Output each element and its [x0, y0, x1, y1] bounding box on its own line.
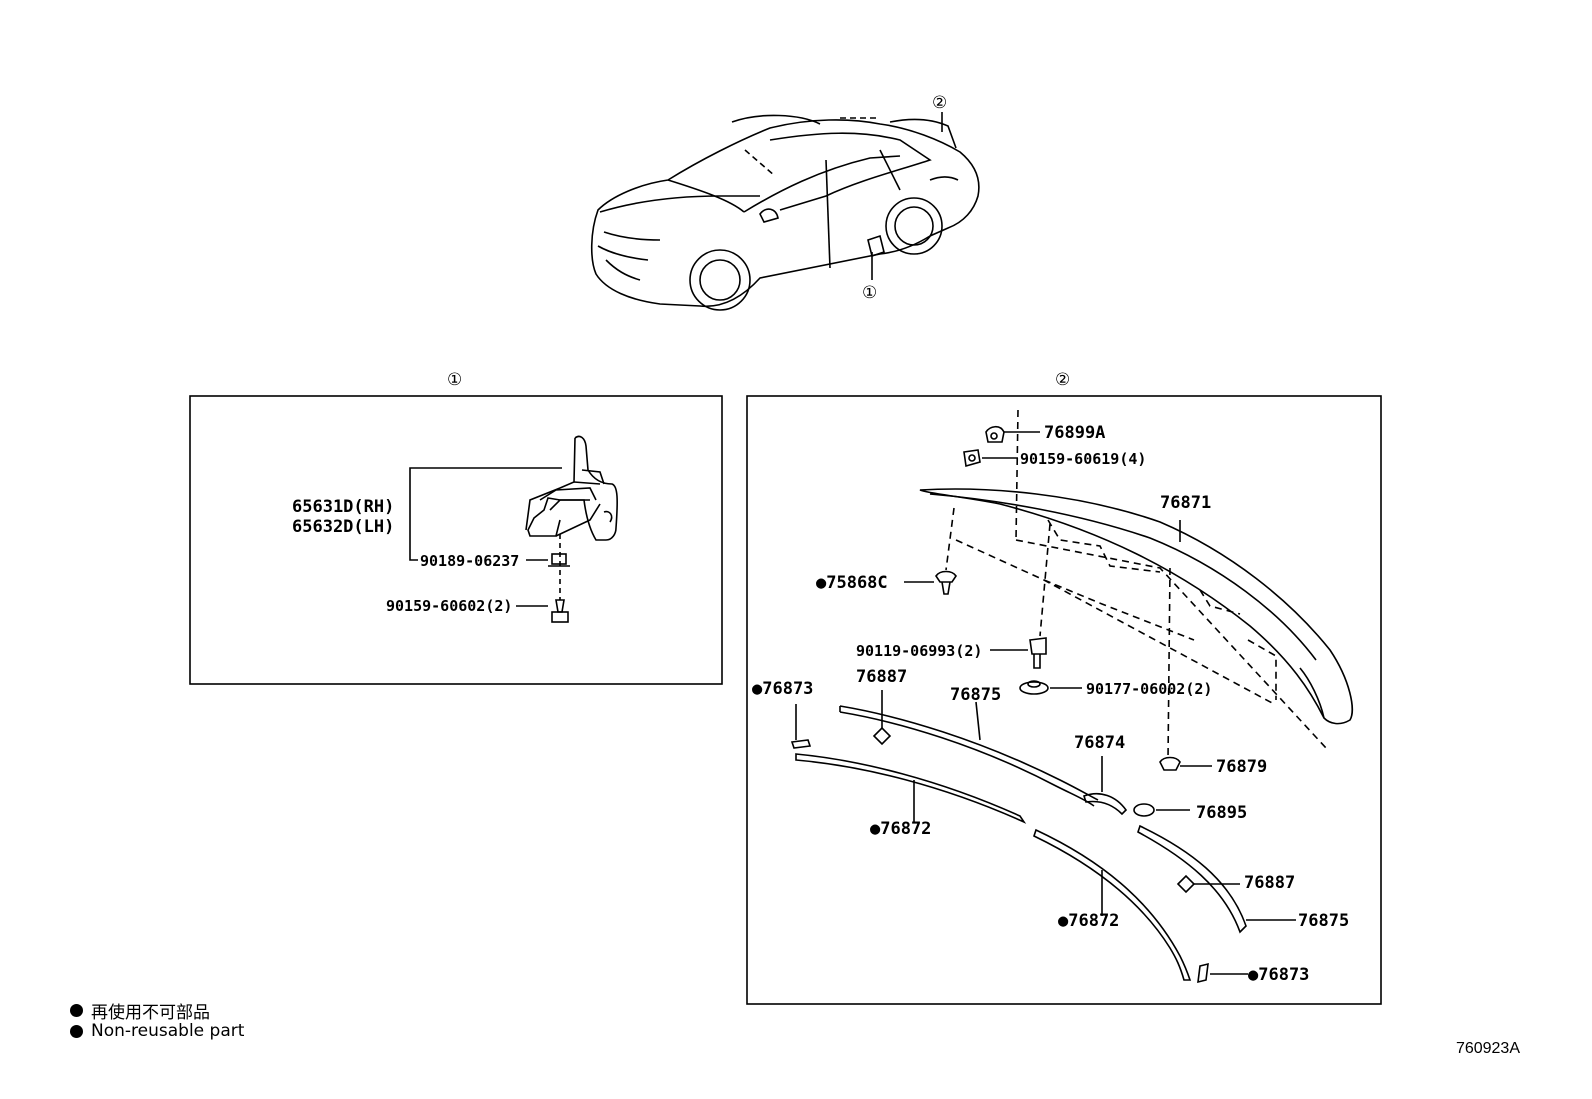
label-76887-b: 76887: [1244, 873, 1295, 893]
label-90189-06237: 90189-06237: [420, 552, 519, 570]
pad-76887-a-drawing: [872, 726, 892, 746]
seal-76895-drawing: [1133, 803, 1155, 817]
legend-non-reusable-jp: 再使用不可部品: [70, 998, 210, 1023]
label-76875-b: 76875: [1298, 911, 1349, 931]
car-overview-illustration: [590, 112, 980, 311]
marker-one-car: ①: [862, 283, 877, 303]
label-76887-a: 76887: [856, 667, 907, 687]
marker-two-panel: ②: [1055, 370, 1070, 390]
strip-76875-upper-drawing: [839, 705, 1099, 807]
clip-nut-90189-drawing: [548, 553, 570, 567]
pad-76887-b-drawing: [1176, 874, 1196, 894]
strip-76875-lower-drawing: [1137, 824, 1247, 934]
bullet-icon: [70, 1024, 83, 1038]
legend-non-reusable-en: Non-reusable part: [70, 1021, 244, 1041]
label-76874: 76874: [1074, 733, 1125, 753]
legend-text-en: Non-reusable part: [91, 1021, 245, 1041]
bolt-90159-b-drawing: [963, 449, 981, 468]
strip-76872-a-drawing: [795, 753, 1027, 824]
clip-76879-drawing: [1159, 756, 1181, 771]
clip-76899A-drawing: [985, 425, 1005, 443]
label-76873-a: ●76873: [752, 679, 813, 699]
strip-76873-a-drawing: [790, 739, 812, 749]
label-76872-a: ●76872: [870, 819, 931, 839]
strip-76872-b-drawing: [1033, 828, 1192, 981]
nut-90177-drawing: [1019, 680, 1049, 695]
label-76875-a: 76875: [950, 685, 1001, 705]
label-76895: 76895: [1196, 803, 1247, 823]
strip-76874-drawing: [1082, 792, 1128, 816]
label-76873-b: ●76873: [1248, 965, 1309, 985]
label-76872-b: ●76872: [1058, 911, 1119, 931]
marker-one-panel: ①: [447, 370, 462, 390]
clip-75868C-drawing: [935, 570, 957, 595]
legend-text-jp: 再使用不可部品: [91, 1003, 210, 1023]
label-65631D: 65631D(RH): [292, 497, 394, 517]
diagram-code: 760923A: [1455, 1040, 1520, 1057]
strip-76873-b-drawing: [1197, 962, 1209, 984]
marker-two-car: ②: [932, 93, 947, 113]
label-76879: 76879: [1216, 757, 1267, 777]
label-90159-60619: 90159-60619(4): [1020, 450, 1146, 468]
label-90177-06002: 90177-06002(2): [1086, 680, 1212, 698]
label-76899A: 76899A: [1044, 423, 1105, 443]
bullet-icon: [70, 1004, 83, 1017]
label-90159-60602: 90159-60602(2): [386, 597, 512, 615]
rear-spoiler-drawing: [919, 488, 1353, 725]
label-90119-06993: 90119-06993(2): [856, 642, 982, 660]
detail-panel-2: [746, 395, 1382, 1005]
bolt-90119-drawing: [1029, 637, 1047, 669]
label-75868C: ●75868C: [816, 573, 888, 593]
projection-lines: [945, 409, 1327, 761]
label-76871: 76871: [1160, 493, 1211, 513]
detail-panel-1: [189, 395, 723, 685]
screw-90159-a-drawing: [551, 599, 569, 623]
mud-guard-drawing: [525, 435, 618, 541]
label-65632D: 65632D(LH): [292, 517, 394, 537]
